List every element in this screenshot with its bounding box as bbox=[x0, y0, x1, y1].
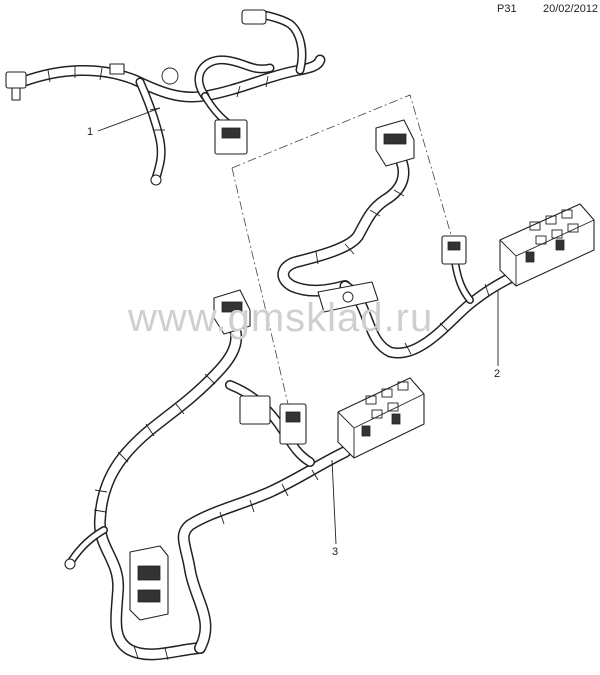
harness-3-tape bbox=[93, 373, 319, 661]
page-code: P31 bbox=[497, 3, 517, 15]
harness-1-left-connector bbox=[5, 71, 27, 89]
alignment-line-upper bbox=[231, 94, 453, 239]
harness-3-relay-bracket bbox=[239, 395, 271, 425]
harness-3-fuse-box bbox=[337, 377, 425, 459]
leader-line-3 bbox=[331, 459, 337, 545]
harness-2-tape bbox=[315, 189, 490, 355]
page-date: 20/02/2012 bbox=[543, 3, 599, 15]
harness-3 bbox=[64, 289, 425, 661]
leader-lines bbox=[97, 107, 499, 545]
alignment-lines bbox=[231, 94, 453, 405]
harness-1-ground-eyelet bbox=[150, 174, 162, 186]
harness-2-fuse-box bbox=[499, 203, 595, 287]
callout-2: 2 bbox=[494, 368, 501, 380]
harness-2-bracket bbox=[317, 281, 379, 313]
harness-1 bbox=[5, 9, 326, 186]
alignment-line-left bbox=[231, 167, 289, 405]
harness-3-ground-eyelet bbox=[64, 558, 76, 570]
watermark: www.gmsklad.ru bbox=[128, 296, 434, 340]
leader-line-1 bbox=[97, 107, 161, 132]
callout-1: 1 bbox=[87, 126, 94, 138]
harness-3-connector-block bbox=[129, 545, 169, 621]
harness-1-tape bbox=[47, 66, 269, 131]
callout-3: 3 bbox=[332, 546, 339, 558]
harness-2 bbox=[277, 119, 595, 359]
